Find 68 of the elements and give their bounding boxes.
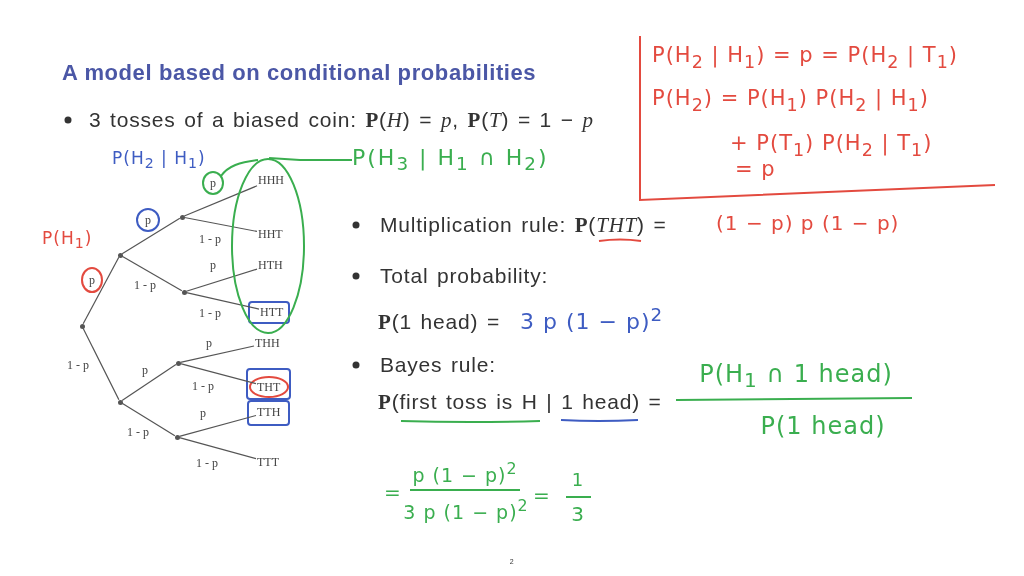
handwritten-note: P(H$_{3}$ | H$_{1}$ ∩ H$_{2}$) <box>352 144 549 176</box>
handwritten-note: P(H$_{1}$) <box>42 227 93 253</box>
edge-label: p <box>145 212 151 228</box>
edge-label: 1 - p <box>196 455 218 471</box>
equals-sign: = <box>533 483 551 507</box>
branch-line <box>179 363 257 385</box>
branch-point <box>181 289 187 295</box>
edge-label: p <box>210 257 216 273</box>
leader-line <box>268 157 353 161</box>
edge-label: 1 - p <box>192 378 214 394</box>
branch-line <box>185 291 260 310</box>
outcome-label: TTT <box>256 454 280 470</box>
highlight-ellipse <box>231 158 305 334</box>
branch-line <box>82 256 120 325</box>
edge-label: 1 - p <box>199 305 221 321</box>
outcome-label: HTT <box>259 304 285 320</box>
branch-line <box>121 402 176 437</box>
edge-label: p <box>89 272 95 288</box>
slide-title: A model based on conditional probabilities <box>62 59 537 87</box>
edge-label: p <box>200 405 206 421</box>
bullet-text: 3 tosses of a biased coin: P(H) = p, P(T) = 1 − p <box>89 107 594 133</box>
edge-label: p <box>210 175 216 191</box>
fraction-numerator: p (1 − p)$^{2}$ <box>412 459 518 487</box>
fraction-denominator: 3 p (1 − p)$^{2}$ <box>403 496 529 524</box>
edge-label: 1 - p <box>199 231 221 247</box>
edge-label: p <box>206 335 212 351</box>
bullet-text: Total probability: <box>380 264 549 288</box>
branch-line <box>183 216 258 233</box>
branch-point <box>79 323 85 329</box>
edge-label: p <box>142 362 148 378</box>
branch-point <box>117 399 123 405</box>
branch-line <box>121 217 181 255</box>
edge-label: 1 - p <box>127 424 149 440</box>
branch-line <box>183 185 258 217</box>
branch-line <box>185 268 258 292</box>
outcome-label: TTH <box>256 404 282 420</box>
branch-line <box>179 345 255 364</box>
outcome-label: HTH <box>257 257 284 273</box>
fraction-numerator: 1 <box>571 469 585 491</box>
fraction-numerator: P(H$_{1}$ ∩ 1 head) <box>699 359 893 393</box>
fraction-denominator: P(1 head) <box>760 411 886 441</box>
branch-line <box>178 414 257 437</box>
branch-line <box>82 327 120 401</box>
equals-sign: = <box>384 480 402 504</box>
formula-text: P(1 head) = <box>378 309 500 335</box>
branch-line <box>178 437 257 460</box>
outcome-label: HHT <box>257 226 284 242</box>
handwritten-note: P(H$_{2}$ | H$_{1}$) <box>112 147 206 173</box>
bullet-text: Multiplication rule: P(THT) = <box>380 212 667 238</box>
bracket-frame <box>636 34 998 204</box>
fraction-denominator: 3 <box>571 502 585 526</box>
branch-point <box>179 214 185 220</box>
branch-point <box>174 434 180 440</box>
edge-label: 1 - p <box>134 277 156 293</box>
branch-point <box>117 252 123 258</box>
outcome-label: THH <box>254 335 281 351</box>
outcome-label: HHH <box>257 172 285 188</box>
branch-line <box>121 255 183 292</box>
branch-line <box>121 363 177 402</box>
handwritten-equation: P(H$_{2}$ | H$_{1}$) = p = P(H$_{2}$ | T$_{1}$) <box>652 43 958 73</box>
edge-label: 1 - p <box>67 357 89 373</box>
handwritten-formula: (1 − p) p (1 − p) <box>716 211 900 235</box>
formula-text: P(first toss is H | 1 head) = <box>378 389 662 415</box>
bullet-text: Bayes rule: <box>380 353 496 377</box>
outcome-label: THT <box>256 379 282 395</box>
branch-point <box>175 360 181 366</box>
handwritten-formula: 3 p (1 − p)$^{2}$ <box>520 304 664 336</box>
handwritten-equation: P(H$_{2}$) = P(H$_{1}$) P(H$_{2}$ | H$_{1}$) <box>652 86 929 116</box>
